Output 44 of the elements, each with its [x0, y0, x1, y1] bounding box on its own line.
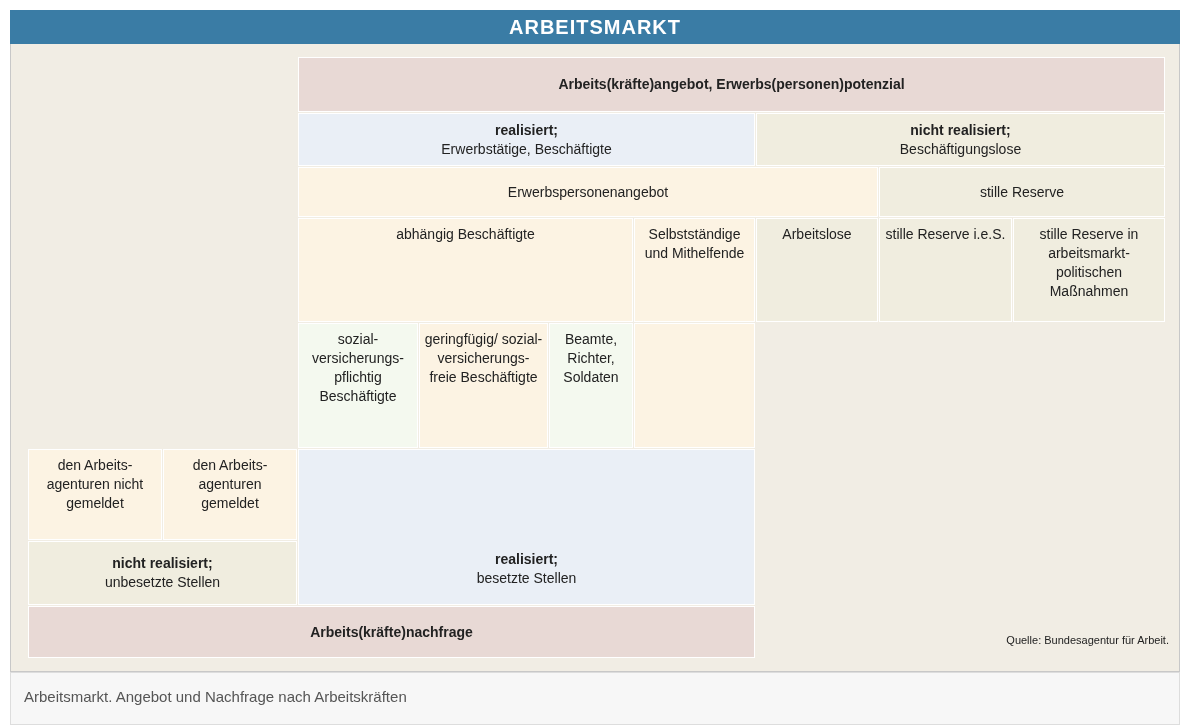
table-cell [298, 449, 755, 605]
source-note: Quelle: Bundesagentur für Arbeit. [1006, 634, 1169, 646]
table-cell [28, 541, 297, 605]
cell-text: Selbstständige und Mithelfende [643, 225, 746, 263]
cell-heading: nicht realisiert; [910, 120, 1011, 140]
table-cell [1013, 218, 1165, 322]
cell-text: unbesetzte Stellen [104, 573, 221, 592]
table-cell [298, 218, 633, 322]
cell-text: den Arbeits- agenturen nicht gemeldet [45, 456, 145, 513]
cell-text: stille Reserve i.e.S. [885, 225, 1006, 244]
cell-heading: Arbeits(kräfte)angebot, Erwerbs(personen)potenzial [558, 75, 905, 94]
caption-text: Arbeitsmarkt. Angebot und Nachfrage nach Arbeitskräften [24, 688, 407, 705]
cell-text: Erwerbstätige, Beschäftigte [441, 139, 612, 159]
cell-text: abhängig Beschäftigte [396, 225, 535, 244]
cell-text: stille Reserve [980, 182, 1064, 202]
table-cell [298, 323, 418, 448]
cell-text: Erwerbspersonenangebot [507, 182, 669, 202]
cell-heading: Arbeits(kräfte)nachfrage [310, 622, 473, 642]
cell-text: besetzte Stellen [476, 569, 577, 588]
diagram-title: ARBEITSMARKT [10, 10, 1180, 44]
cell-text: stille Reserve in arbeitsmarkt- politischen Maßnahmen [1038, 225, 1140, 301]
table-cell [419, 323, 548, 448]
table-cell [298, 57, 1165, 112]
table-cell [756, 113, 1165, 166]
table-cell [634, 218, 755, 322]
table-cell [298, 167, 878, 217]
cell-heading: realisiert; [494, 120, 558, 140]
table-cell [163, 449, 297, 540]
cell-text: Beschäftigungslose [899, 139, 1022, 159]
table-cell [756, 218, 878, 322]
table-cell [28, 606, 755, 658]
table-cell [298, 113, 755, 166]
cell-text: geringfügig/ sozial- versicherungs- freie Beschäftigte [424, 330, 543, 387]
cell-heading: nicht realisiert; [112, 554, 213, 573]
table-cell [549, 323, 633, 448]
cell-text: sozial- versicherungs- pflichtig Beschäftigte [311, 330, 405, 406]
table-cell [634, 323, 755, 448]
cell-text: Beamte, Richter, Soldaten [562, 330, 620, 387]
cell-text: Arbeitslose [782, 225, 852, 244]
table-cell [28, 449, 162, 540]
table-cell [879, 167, 1165, 217]
table-cell [879, 218, 1012, 322]
cell-text: den Arbeits- agenturen gemeldet [191, 456, 269, 513]
cell-heading: realisiert; [494, 550, 558, 569]
